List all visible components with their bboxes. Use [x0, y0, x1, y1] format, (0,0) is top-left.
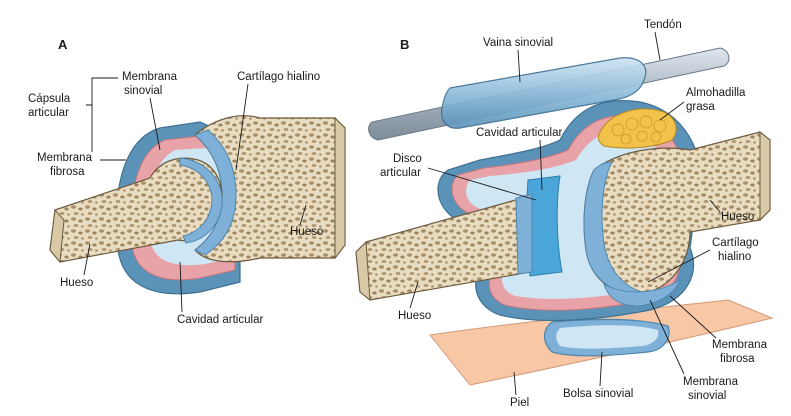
bursa-inner [556, 325, 659, 349]
label-a-fibrosa-1: Membrana [37, 152, 93, 164]
label-a-capsula-2: articular [28, 107, 69, 119]
panel-b: B Vaina sinov [355, 19, 774, 409]
leader-b-piel [513, 371, 517, 396]
label-b-hueso-right: Hueso [721, 211, 754, 223]
leader-a-hueso-right [299, 204, 307, 226]
fat-pad [597, 108, 677, 149]
leader-a-sinovial [149, 97, 161, 151]
bone-right-a-end [334, 116, 346, 260]
label-b-tendon: Tendón [644, 19, 682, 31]
leader-b-vaina [517, 49, 521, 83]
label-b-cartilago-2: hialino [718, 251, 751, 263]
leader-a-cartilago [235, 83, 249, 171]
leader-a-cavidad [179, 261, 183, 313]
cartilage-left-b [515, 193, 533, 275]
panel-a: A Cápsula articular Membrana sinovial Me… [28, 37, 346, 326]
leader-b-disco [427, 167, 537, 201]
label-a-cartilago: Cartílago hialino [237, 71, 320, 83]
label-b-hueso-left: Hueso [398, 310, 431, 322]
leader-b-cavidad [539, 139, 543, 191]
leader-b-tendon [654, 31, 661, 61]
label-a-hueso-right: Hueso [290, 226, 323, 238]
label-b-disco-2: articular [380, 167, 421, 179]
leader-b-almohadilla [659, 101, 685, 121]
bone-right-b-end [759, 130, 771, 222]
cartilage-right-a [194, 129, 237, 256]
leader-b-hueso-left [409, 281, 419, 309]
synovial-sheath [441, 57, 647, 129]
panel-b-letter: B [400, 37, 409, 52]
label-a-fibrosa-2: fibrosa [50, 166, 85, 178]
label-b-vaina: Vaina sinovial [483, 37, 553, 49]
label-b-fibrosa-2: fibrosa [720, 353, 755, 365]
leader-b-cartilago [647, 249, 711, 283]
panel-a-letter: A [58, 37, 68, 52]
label-a-hueso-left: Hueso [60, 277, 93, 289]
leader-b-bolsa [599, 351, 603, 387]
label-b-bolsa: Bolsa sinovial [563, 388, 633, 400]
label-b-fibrosa-1: Membrana [712, 339, 768, 351]
leader-b-fibrosa [669, 295, 717, 339]
cartilage-right-b-lower [603, 278, 681, 307]
leader-a-capsula [86, 77, 118, 106]
label-a-sinovial-1: Membrana [122, 71, 178, 83]
label-b-disco-1: Disco [393, 153, 422, 165]
label-a-capsula-1: Cápsula [28, 93, 71, 105]
cartilage-left-a [179, 157, 223, 244]
label-b-sinovial-2: sinovial [688, 390, 726, 402]
label-b-piel: Piel [510, 397, 529, 409]
leader-a-hueso-left [83, 243, 91, 276]
label-b-almohadilla-1: Almohadilla [686, 87, 746, 99]
leader-b-sinovial [649, 299, 685, 375]
label-b-almohadilla-2: grasa [686, 101, 715, 113]
label-b-cavidad: Cavidad articular [476, 127, 562, 139]
label-b-cartilago-1: Cartílago [712, 237, 759, 249]
bone-left-a-end [49, 208, 65, 264]
label-a-cavidad: Cavidad articular [177, 314, 263, 326]
leader-b-hueso-right [709, 199, 721, 213]
label-a-sinovial-2: sinovial [124, 85, 162, 97]
label-b-sinovial-1: Membrana [683, 376, 739, 388]
bone-left-b-end [355, 240, 371, 302]
